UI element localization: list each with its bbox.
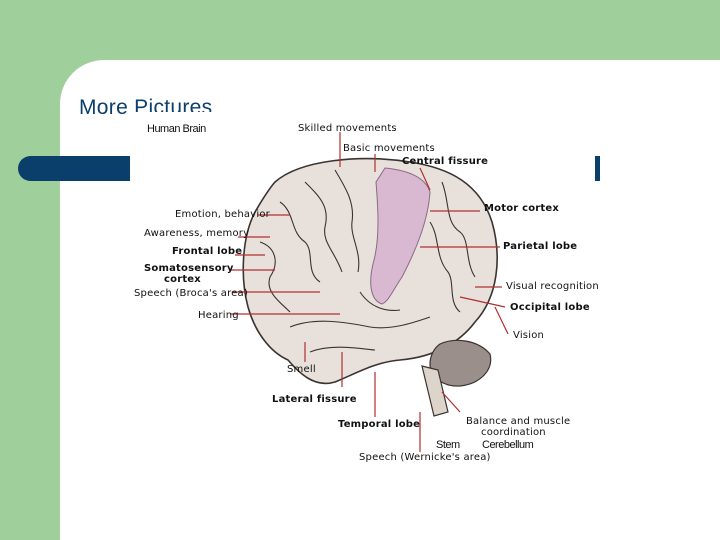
label-central-fissure: Central fissure	[402, 156, 489, 167]
label-awareness-memory: Awareness, memory	[144, 228, 250, 239]
brain-diagram: Human Brain Skilled movements Basic move…	[130, 112, 599, 472]
label-basic-movements: Basic movements	[343, 143, 435, 154]
label-smell: Smell	[287, 364, 316, 375]
label-speech-broca: Speech (Broca's area)	[134, 288, 248, 299]
label-frontal-lobe: Frontal lobe	[172, 246, 243, 257]
motor-cortex-strip	[370, 167, 431, 305]
label-somatosensory: Somatosensory	[144, 263, 234, 274]
label-emotion-behavior: Emotion, behavior	[175, 209, 270, 220]
top-left-green-block	[0, 0, 252, 60]
label-coordination: coordination	[481, 427, 546, 438]
brain-stem-shape	[421, 365, 449, 417]
label-motor-cortex: Motor cortex	[484, 203, 560, 214]
label-speech-wernicke: Speech (Wernicke's area)	[359, 452, 491, 463]
label-cortex: cortex	[164, 274, 201, 285]
label-cerebellum: Cerebellum	[482, 439, 534, 451]
diagram-heading: Human Brain	[147, 123, 206, 135]
cerebellum-shape	[429, 339, 492, 387]
label-hearing: Hearing	[198, 310, 239, 321]
label-occipital-lobe: Occipital lobe	[510, 302, 590, 313]
label-visual-recognition: Visual recognition	[506, 281, 599, 292]
label-temporal-lobe: Temporal lobe	[338, 419, 421, 430]
cerebrum-shape	[242, 157, 498, 385]
label-skilled-movements: Skilled movements	[298, 123, 397, 134]
leader-lines	[230, 132, 509, 452]
brain-illustration	[230, 132, 509, 452]
label-vision: Vision	[513, 330, 545, 341]
label-lateral-fissure: Lateral fissure	[272, 394, 357, 405]
label-balance: Balance and muscle	[466, 416, 571, 427]
label-parietal-lobe: Parietal lobe	[503, 241, 578, 252]
label-stem: Stem	[436, 439, 460, 451]
gyri-lines	[259, 169, 476, 353]
